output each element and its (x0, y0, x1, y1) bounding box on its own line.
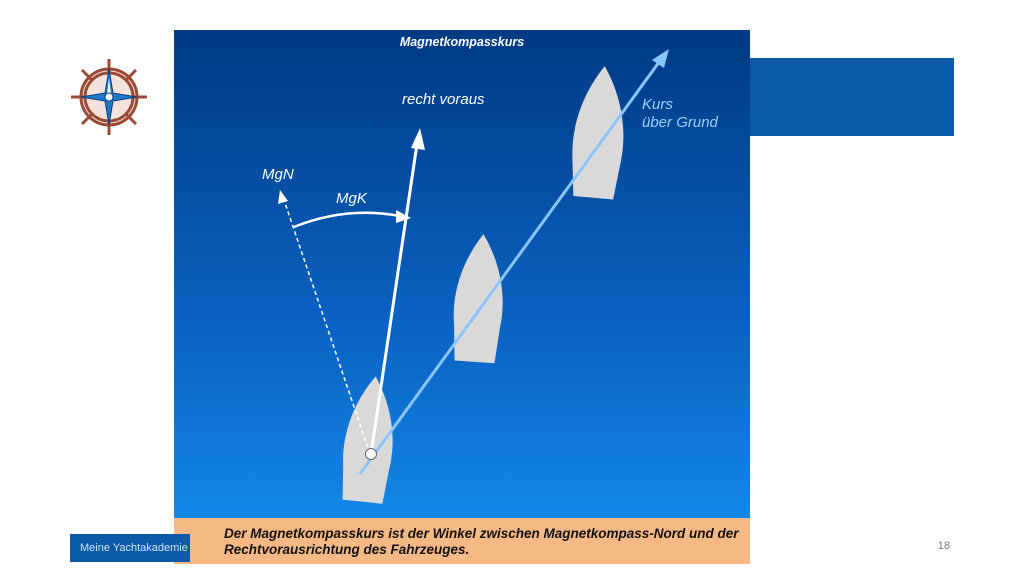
label-mgk: MgK (336, 190, 367, 207)
label-mgn: MgN (262, 166, 294, 183)
footer-band: Meine Yachtakademie (70, 534, 190, 562)
label-kurs-line1: Kurs (642, 96, 673, 113)
magnetic-north-arrow (278, 190, 371, 455)
boat-bottom (342, 376, 393, 504)
course-over-ground-arrow (358, 49, 669, 475)
label-kurs-ueber-grund: Kurs über Grund (642, 96, 750, 132)
heading-arrow (369, 128, 425, 455)
caption-line-2: Rechtvorausrichtung des Fahrzeuges. (224, 542, 470, 557)
diagram-panel: Magnetkompasskurs recht voraus MgN MgK K… (174, 30, 750, 564)
label-kurs-line2: über Grund (642, 114, 718, 131)
footer-text: Meine Yachtakademie (80, 542, 188, 554)
diagram-title: Magnetkompasskurs (399, 35, 525, 49)
diagram-canvas (174, 30, 750, 564)
compass-rose-icon (71, 59, 147, 135)
pivot-point (365, 448, 377, 460)
label-recht-voraus: recht voraus (402, 91, 485, 108)
boat-middle (453, 234, 503, 364)
caption-box: Der Magnetkompasskurs ist der Winkel zwi… (174, 518, 750, 564)
caption-line-1: Der Magnetkompasskurs ist der Winkel zwi… (224, 526, 739, 541)
mgk-angle-arc (293, 210, 411, 229)
page-number: 18 (937, 540, 950, 552)
caption-text: Der Magnetkompasskurs ist der Winkel zwi… (224, 526, 744, 558)
